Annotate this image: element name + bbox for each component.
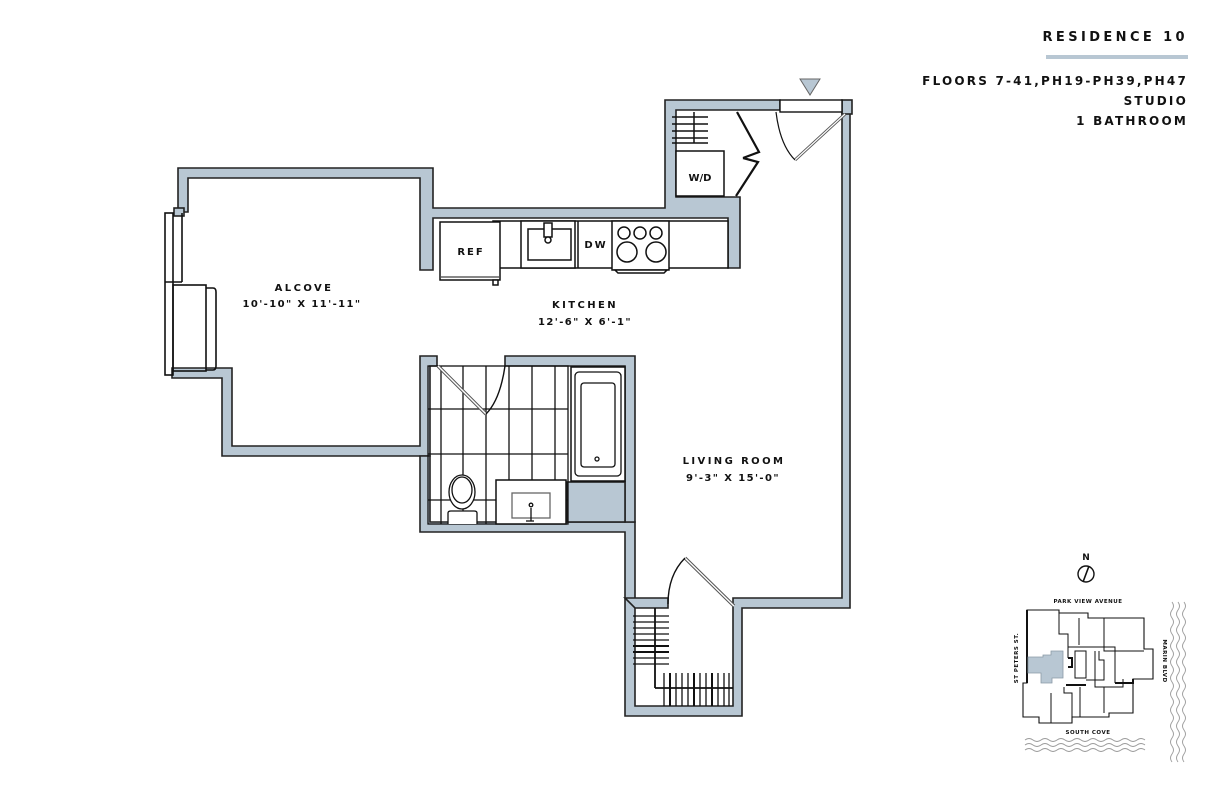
burner xyxy=(649,226,663,240)
north-arrow-icon xyxy=(1077,565,1095,583)
floors-info: FLOORS 7-41,PH19-PH39,PH47 xyxy=(922,74,1188,88)
street-park-view-avenue: PARK VIEW AVENUE xyxy=(1054,599,1123,605)
laundry-closet xyxy=(672,111,761,197)
ref-label: REF xyxy=(457,247,484,258)
north-label: N xyxy=(1082,553,1090,563)
lower-closet xyxy=(633,556,736,706)
entry-marker-icon xyxy=(799,78,821,96)
street-st-peters: ST PETERS ST. xyxy=(1014,633,1020,684)
bathroom xyxy=(427,364,626,525)
street-marin-blvd: MARIN BLVD xyxy=(1161,639,1167,682)
residence-header: RESIDENCE 10 FLOORS 7-41,PH19-PH39,PH47 … xyxy=(922,30,1188,131)
kitchen-dims: 12'-6" X 6'-1" xyxy=(538,317,632,328)
alcove-window xyxy=(164,212,217,376)
alcove-name: ALCOVE xyxy=(275,283,334,294)
walls xyxy=(171,99,853,717)
residence-title: RESIDENCE 10 xyxy=(1042,30,1188,45)
burner xyxy=(616,241,638,263)
washer-dryer-label: W/D xyxy=(689,173,712,184)
title-underline xyxy=(1046,55,1188,59)
refrigerator xyxy=(439,221,501,281)
burner xyxy=(617,226,631,240)
bathroom-count: 1 BATHROOM xyxy=(1076,114,1188,128)
kitchen-name: KITCHEN xyxy=(552,300,618,311)
key-plan: N PARK VIEW AVENUE ST PETERS ST. MARIN B… xyxy=(1014,553,1186,763)
living-room-dims: 9'-3" X 15'-0" xyxy=(686,473,780,484)
alcove-dims: 10'-10" X 11'-11" xyxy=(243,299,362,310)
water-bottom xyxy=(1024,738,1146,752)
entry-door xyxy=(775,78,847,162)
unit-type: STUDIO xyxy=(1123,94,1188,108)
living-room-name: LIVING ROOM xyxy=(683,456,786,467)
burner xyxy=(633,226,647,240)
street-south-cove: SOUTH COVE xyxy=(1066,730,1111,736)
dishwasher-label: DW xyxy=(584,240,607,251)
building-outline xyxy=(1022,609,1154,724)
water-right xyxy=(1170,601,1186,763)
burner xyxy=(645,241,667,263)
kitchen-counter xyxy=(439,220,729,286)
unit-location-highlight xyxy=(1027,650,1064,684)
